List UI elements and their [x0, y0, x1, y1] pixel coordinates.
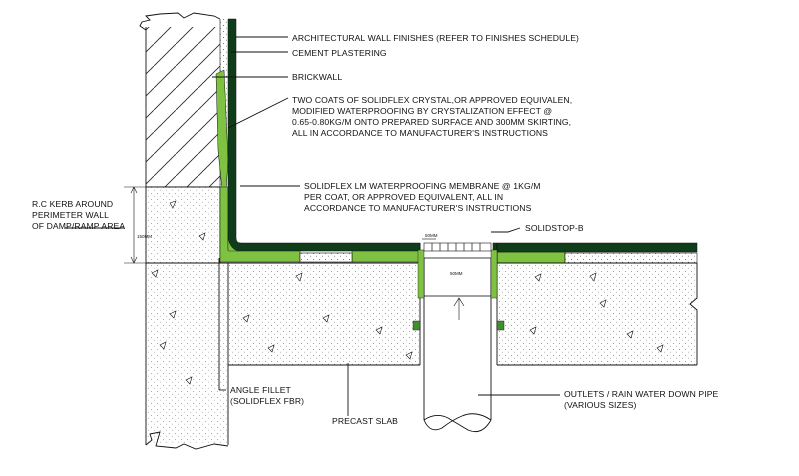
label-rc-kerb-line-1: R.C KERB AROUND	[32, 199, 113, 209]
label-crystal-line-1: TWO COATS OF SOLIDFLEX CRYSTAL,OR APPROV…	[292, 95, 572, 105]
outlet-dimension: 50MM	[450, 271, 463, 276]
label-angle-fillet-line-1: ANGLE FILLET	[230, 385, 292, 395]
brickwall	[139, 12, 221, 188]
kerb-dimension: 150MM	[124, 186, 152, 264]
label-cement-plastering: CEMENT PLASTERING	[292, 48, 387, 58]
base-wall	[145, 263, 229, 450]
label-rc-kerb-line-3: OF DAMP/RAMP AREA	[32, 221, 125, 231]
label-brickwall: BRICKWALL	[292, 72, 342, 82]
label-precast-slab: PRECAST SLAB	[332, 416, 398, 426]
label-crystal-line-3: 0.65-0.80KG/M ONTO PREPARED SURFACE AND …	[292, 117, 571, 127]
label-membrane-line-3: ACCORDANCE TO MANUFACTURER'S INSTRUCTION…	[304, 203, 532, 213]
label-rc-kerb-line-2: PERIMETER WALL	[32, 210, 109, 220]
label-architectural-finishes: ARCHITECTURAL WALL FINISHES (REFER TO FI…	[292, 33, 579, 43]
label-crystal-line-4: ALL IN ACCORDANCE TO MANUFACTURER'S INST…	[292, 128, 548, 138]
label-membrane-line-1: SOLIDFLEX LM WATERPROOFING MEMBRANE @ 1K…	[304, 181, 541, 191]
label-crystal-line-2: MODIFIED WATERPROOFING BY CRYSTALIZATION…	[292, 106, 552, 116]
label-membrane-line-2: PER COAT, OR APPROVED EQUIVALENT, ALL IN	[304, 192, 503, 202]
label-angle-fillet-line-2: (SOLIDFLEX FBR)	[230, 396, 304, 406]
kerb-dimension-text: 150MM	[137, 234, 152, 239]
outlet-pipe: 50MM 50MM	[412, 233, 505, 433]
annotations: ARCHITECTURAL WALL FINISHES (REFER TO FI…	[32, 33, 719, 426]
top-dimension: 50MM	[425, 233, 438, 238]
label-outlets-line-1: OUTLETS / RAIN WATER DOWN PIPE	[564, 389, 719, 399]
label-solidstop: SOLIDSTOP-B	[525, 223, 584, 233]
label-outlets-line-2: (VARIOUS SIZES)	[564, 400, 637, 410]
leader-lines	[65, 36, 560, 416]
rc-kerb	[145, 186, 221, 264]
